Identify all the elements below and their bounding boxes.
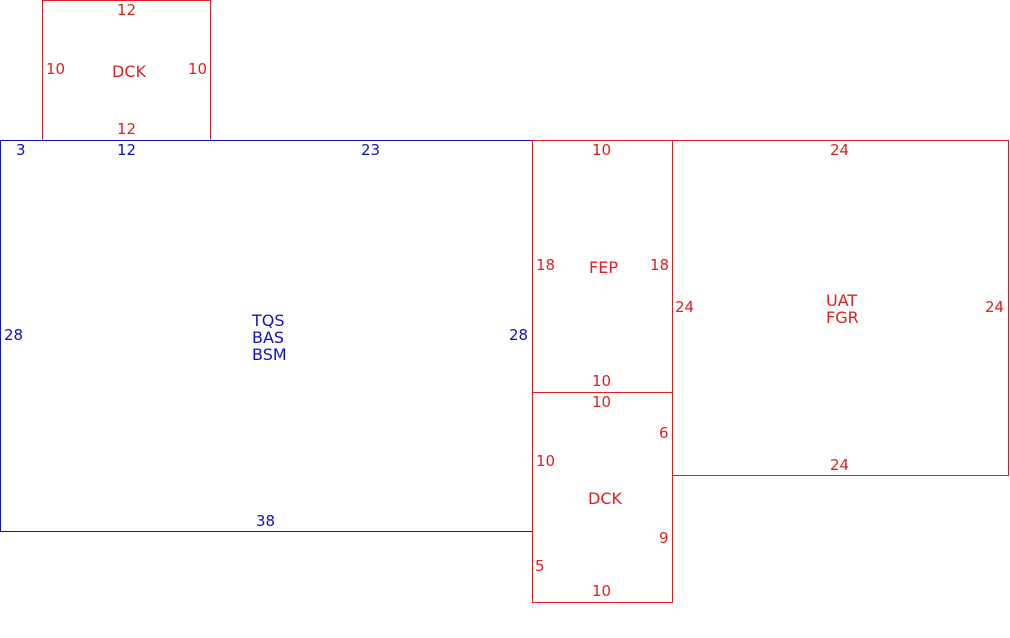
uat-dim-right: 24	[985, 298, 1005, 316]
uat-dim-top: 24	[830, 141, 850, 159]
room-name: FEP	[589, 258, 618, 277]
fep-dim-right: 18	[650, 256, 670, 274]
dck-top-dim-top: 12	[117, 1, 137, 19]
room-uat	[672, 140, 1009, 476]
uat-names: UAT FGR	[826, 292, 859, 326]
dck-top-dim-left: 10	[46, 60, 66, 78]
main-dim-right: 28	[509, 326, 529, 344]
room-name: FGR	[826, 308, 859, 327]
main-dim-bottom: 38	[256, 512, 276, 530]
uat-dim-left: 24	[675, 298, 695, 316]
fep-dim-top: 10	[592, 141, 612, 159]
dck-bottom-dim-right-a: 6	[659, 424, 669, 442]
dck-bottom-dim-top: 10	[592, 393, 612, 411]
main-dim-top-corner: 3	[16, 141, 26, 159]
room-name: DCK	[588, 489, 622, 508]
uat-dim-bottom: 24	[830, 456, 850, 474]
dck-top-dim-bottom: 12	[117, 120, 137, 138]
main-dim-left: 28	[4, 326, 24, 344]
room-dck-bottom	[532, 392, 673, 603]
fep-dim-bottom: 10	[592, 372, 612, 390]
room-name: BAS	[252, 328, 285, 347]
room-name: TQS	[252, 311, 285, 330]
room-name: BSM	[252, 345, 287, 364]
room-name: UAT	[826, 291, 858, 310]
dck-bottom-dim-right-b: 9	[659, 529, 669, 547]
dck-bottom-dim-left-a: 10	[536, 452, 556, 470]
dck-bottom-name: DCK	[588, 490, 622, 507]
main-names: TQS BAS BSM	[252, 312, 287, 363]
main-dim-top-a: 12	[117, 141, 137, 159]
main-dim-top-b: 23	[361, 141, 381, 159]
fep-dim-left: 18	[536, 256, 556, 274]
dck-top-dim-right: 10	[188, 60, 208, 78]
dck-bottom-dim-bottom: 10	[592, 582, 612, 600]
dck-bottom-dim-left-b: 5	[535, 557, 545, 575]
dck-top-name: DCK	[112, 63, 146, 80]
room-name: DCK	[112, 62, 146, 81]
fep-name: FEP	[589, 259, 618, 276]
